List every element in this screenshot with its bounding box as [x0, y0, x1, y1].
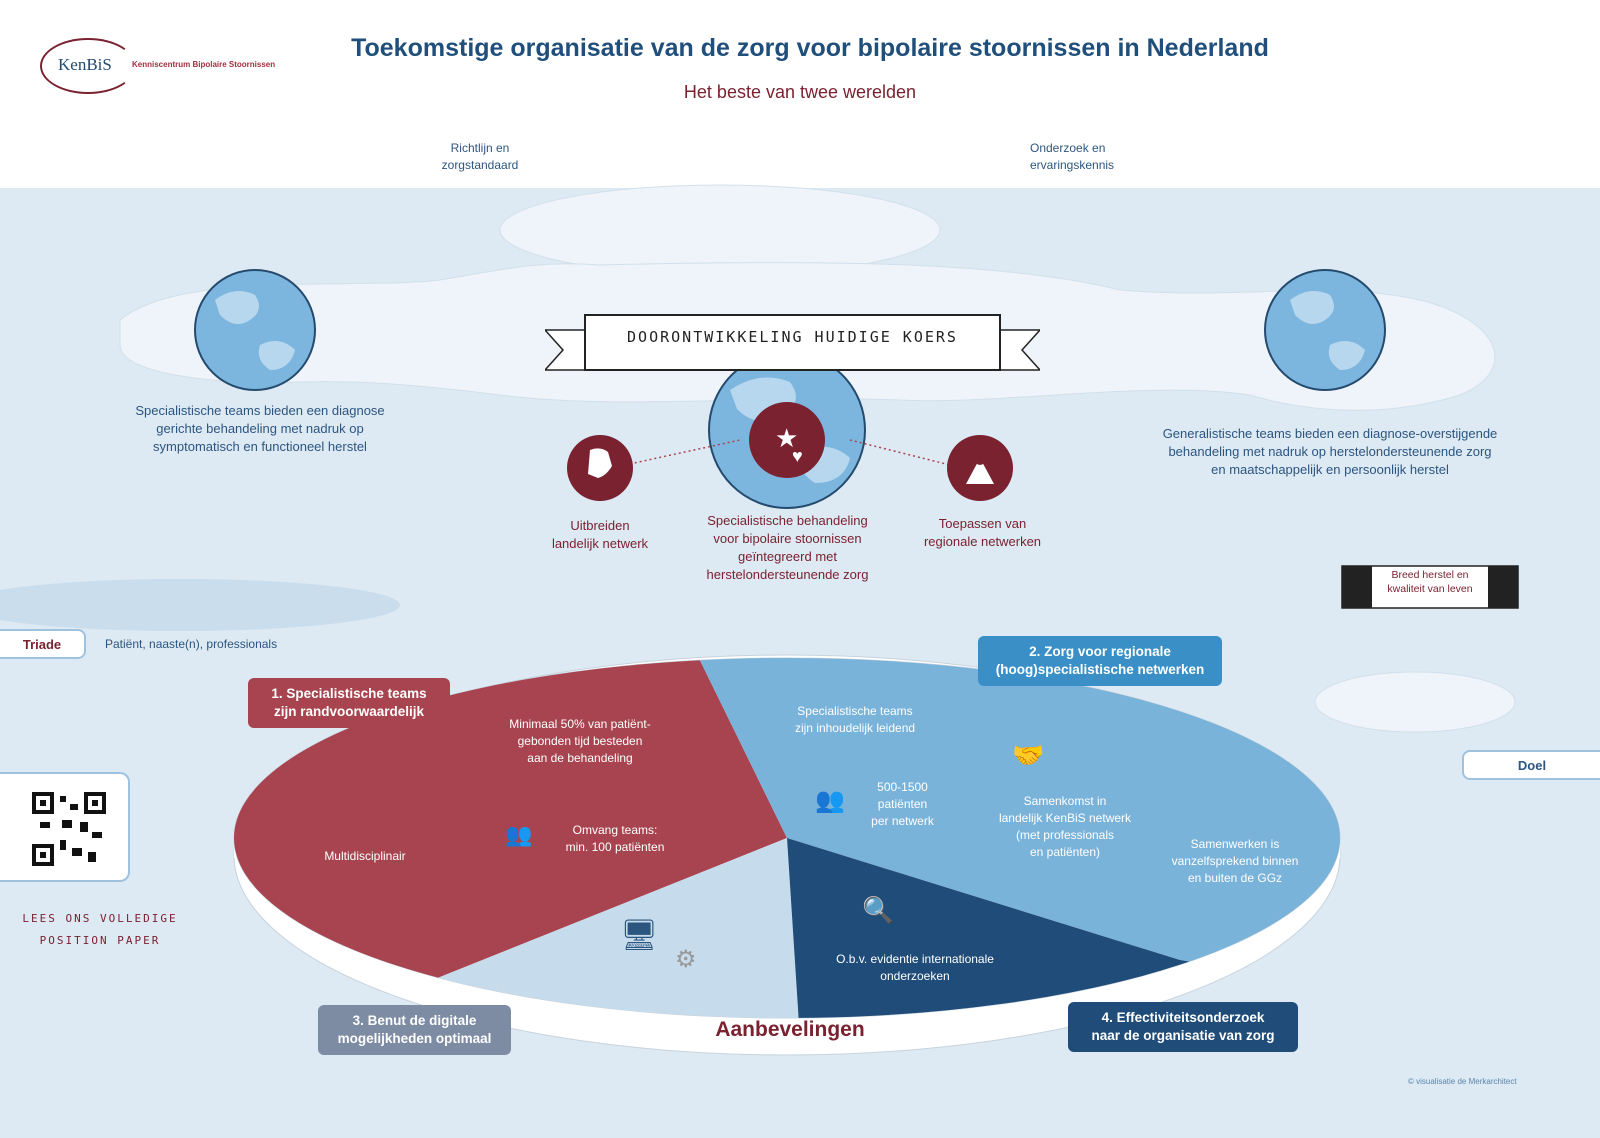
netherlands-map-icon: [588, 448, 612, 478]
banner-ribbon: [545, 314, 1040, 371]
logo-tagline: Kenniscentrum Bipolaire Stoornissen: [132, 60, 276, 69]
left-globe: [194, 269, 316, 391]
regional-caption: Toepassen van regionale netwerken: [923, 516, 1042, 549]
magnifier-icon: 🔍: [862, 895, 895, 925]
item-evidentie: O.b.v. evidentie internationale onderzoe…: [836, 952, 994, 983]
gear-icon: ⚙: [675, 946, 697, 973]
goal-cloud: [1314, 671, 1516, 733]
right-globe: [1264, 269, 1386, 391]
connector-right: [849, 439, 951, 466]
pie-title: Aanbevelingen: [715, 1018, 865, 1041]
recommendation-3-label: 3. Benut de digitale mogelijkheden optim…: [318, 1005, 511, 1055]
monitor-icon: 🖥: [620, 919, 659, 952]
location-pin-icon: [966, 458, 994, 484]
page-title: Toekomstige organisatie van de zorg voor…: [351, 34, 1269, 62]
network-caption: Uitbreiden landelijk netwerk: [551, 518, 649, 551]
pie-segment-2: [690, 658, 1340, 990]
heart-icon: ♥: [792, 446, 803, 466]
center-caption: Specialistische behandeling voor bipolai…: [706, 513, 869, 582]
triade-text: Patiënt, naaste(n), professionals: [105, 637, 278, 651]
recommendation-1-label: 1. Specialistische teams zijn randvoorwa…: [248, 678, 450, 728]
banner-text: DOORONTWIKKELING HUIDIGE KOERS: [627, 328, 958, 346]
credit: © visualisatie de Merkarchitect: [1408, 1077, 1517, 1086]
star-icon: ★: [775, 423, 798, 453]
recommendation-2-label: 2. Zorg voor regionale (hoog)specialisti…: [978, 636, 1222, 686]
goal-box: Doel: [1462, 750, 1600, 780]
qr-caption: LEES ONS VOLLEDIGE POSITION PAPER: [22, 912, 178, 947]
kenbis-logo-icon: [40, 38, 136, 94]
research-label: Onderzoek en ervaringskennis: [1030, 141, 1115, 172]
triade-box: Triade: [0, 629, 86, 659]
team-icon: 👥: [505, 822, 533, 847]
triade-ground: [0, 579, 400, 631]
logo-name: KenBiS: [58, 55, 112, 74]
goal-flag-text: Breed herstel en kwaliteit van leven: [1387, 569, 1473, 595]
item-leidend: Specialistische teams zijn inhoudelijk l…: [794, 704, 916, 735]
page-subtitle: Het beste van twee werelden: [683, 82, 917, 102]
item-patienten: 500-1500 patiënten per netwerk: [871, 780, 934, 828]
handshake-icon: 🤝: [1012, 740, 1045, 770]
item-samenwerken: Samenwerken is vanzelfsprekend binnen en…: [1171, 837, 1299, 885]
recommendation-4-label: 4. Effectiviteitsonderzoek naar de organ…: [1068, 1002, 1298, 1052]
center-circle: [749, 402, 825, 478]
right-world-caption: Generalistische teams bieden een diagnos…: [1162, 426, 1498, 477]
item-omvang: Omvang teams: min. 100 patiënten: [565, 823, 665, 854]
item-tijd: Minimaal 50% van patiënt- gebonden tijd …: [509, 717, 651, 765]
left-world-caption: Specialistische teams bieden een diagnos…: [135, 403, 385, 454]
finish-banner: [1341, 565, 1519, 609]
header-band: [0, 0, 1600, 190]
qr-code-icon: [32, 792, 106, 866]
group-icon: 👥: [815, 787, 845, 814]
qr-card[interactable]: [0, 772, 130, 882]
item-samenkomst: Samenkomst in landelijk KenBiS netwerk (…: [998, 794, 1132, 859]
item-multidisciplinair: Multidisciplinair: [324, 849, 406, 863]
guideline-label: Richtlijn en zorgstandaard: [441, 141, 519, 172]
